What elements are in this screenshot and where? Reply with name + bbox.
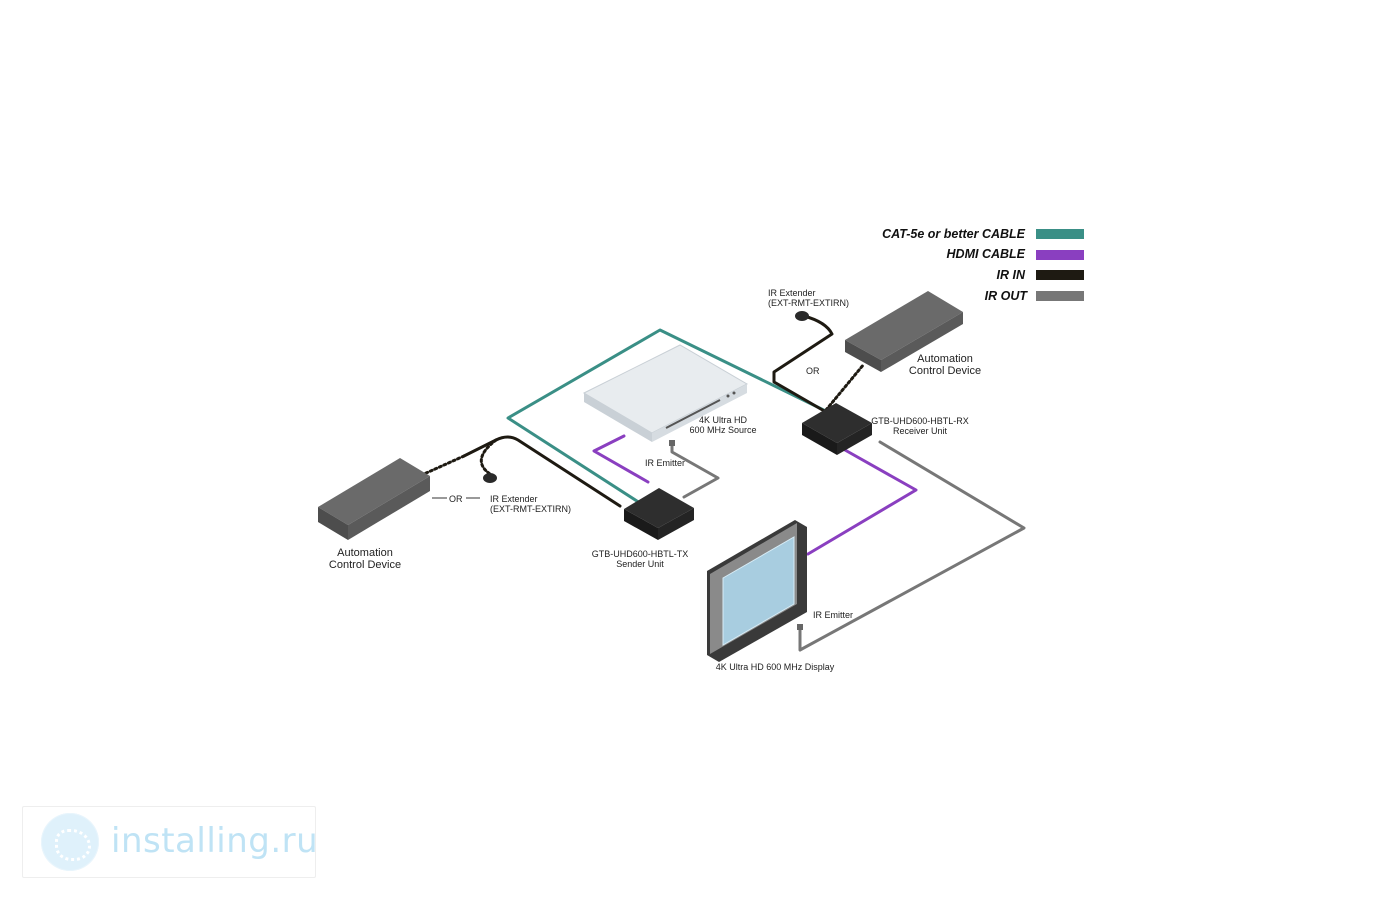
automation-device-right bbox=[845, 291, 963, 372]
legend: CAT-5e or better CABLE HDMI CABLE IR IN … bbox=[882, 227, 1084, 303]
legend-label-cat5: CAT-5e or better CABLE bbox=[882, 227, 1026, 241]
legend-swatch-ir-out bbox=[1036, 291, 1084, 301]
ir-emitter-display-icon bbox=[797, 624, 803, 630]
source-device bbox=[582, 344, 749, 442]
watermark-text: installing.ru bbox=[111, 821, 319, 861]
hdmi-cable-source-tx bbox=[592, 434, 650, 484]
ir-in-cable-right bbox=[772, 314, 834, 414]
ir-out-cable-rx bbox=[798, 440, 1026, 652]
display-device bbox=[707, 520, 807, 662]
rx-receiver-unit bbox=[802, 403, 872, 455]
tx-sender-unit bbox=[624, 488, 694, 540]
label-ir-emitter-tx: IR Emitter bbox=[645, 458, 685, 468]
ir-extender-right-icon bbox=[795, 311, 809, 321]
legend-swatch-cat5 bbox=[1036, 229, 1084, 239]
cat5-cable bbox=[506, 328, 842, 505]
legend-swatch-ir-in bbox=[1036, 270, 1084, 280]
label-tx-1: GTB-UHD600-HBTL-TX bbox=[592, 549, 689, 559]
ir-in-dotted-left bbox=[422, 454, 466, 476]
watermark: installing.ru bbox=[22, 806, 319, 878]
legend-swatch-hdmi bbox=[1036, 250, 1084, 260]
label-ir-extender-left-model: (EXT-RMT-EXTIRN) bbox=[490, 504, 571, 514]
label-ir-emitter-display: IR Emitter bbox=[813, 610, 853, 620]
label-ir-extender-top-model: (EXT-RMT-EXTIRN) bbox=[768, 298, 849, 308]
legend-label-ir-out: IR OUT bbox=[985, 289, 1029, 303]
label-source-2: 600 MHz Source bbox=[689, 425, 756, 435]
automation-device-left bbox=[318, 458, 430, 540]
label-or-left: OR bbox=[449, 494, 463, 504]
label-automation-left-2: Control Device bbox=[329, 559, 401, 571]
ir-in-dotted-right bbox=[824, 362, 866, 412]
label-rx-1: GTB-UHD600-HBTL-RX bbox=[871, 416, 969, 426]
globe-logo-icon bbox=[41, 813, 99, 871]
label-ir-extender-top: IR Extender bbox=[768, 288, 816, 298]
label-automation-left-1: Automation bbox=[337, 547, 393, 559]
cables bbox=[422, 314, 1026, 652]
label-automation-right-2: Control Device bbox=[909, 365, 981, 377]
ir-out-cable-tx bbox=[670, 442, 720, 499]
legend-label-hdmi: HDMI CABLE bbox=[947, 247, 1026, 261]
label-tx-2: Sender Unit bbox=[616, 559, 664, 569]
labels: IR Extender (EXT-RMT-EXTIRN) Automation … bbox=[329, 288, 981, 672]
ir-extender-left-icon bbox=[483, 473, 497, 483]
label-rx-2: Receiver Unit bbox=[893, 426, 948, 436]
hdmi-cable-rx-display bbox=[806, 448, 918, 556]
label-or-right: OR bbox=[806, 366, 820, 376]
ir-in-dotted-left-extender bbox=[479, 438, 498, 476]
legend-label-ir-in: IR IN bbox=[997, 268, 1026, 282]
label-display: 4K Ultra HD 600 MHz Display bbox=[716, 662, 835, 672]
label-ir-extender-left: IR Extender bbox=[490, 494, 538, 504]
label-source-1: 4K Ultra HD bbox=[699, 415, 748, 425]
label-automation-right-1: Automation bbox=[917, 353, 973, 365]
ir-emitter-source-icon bbox=[669, 440, 675, 446]
